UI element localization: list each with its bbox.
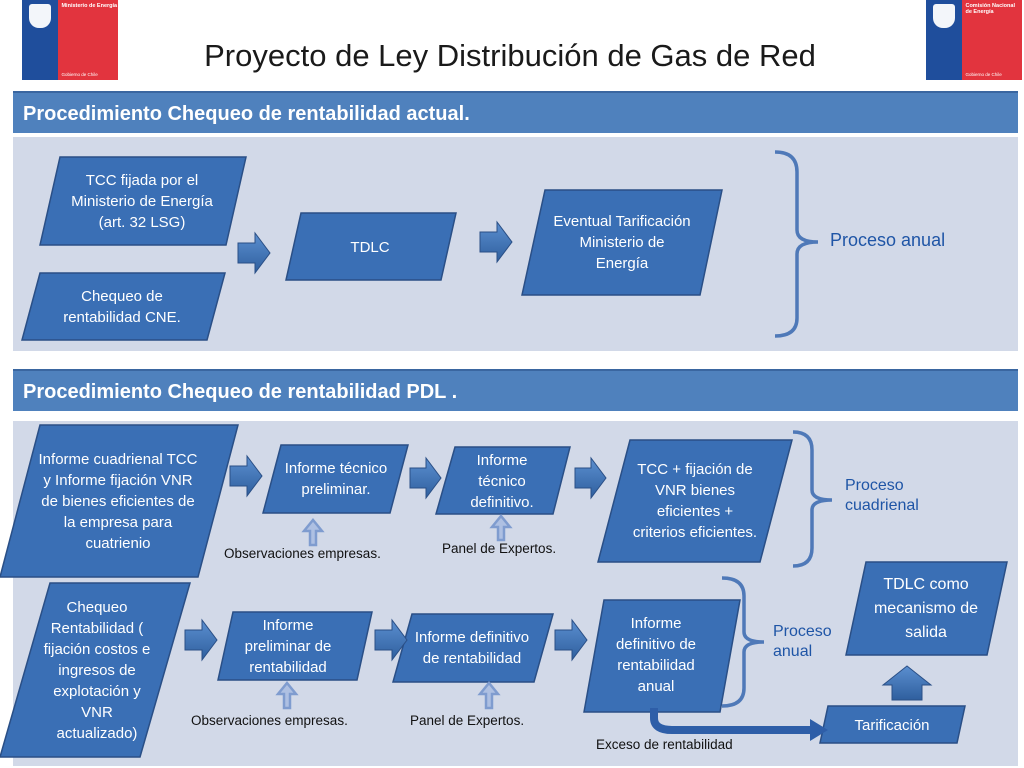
cne-logo: Comisión Nacional de Energía Gobierno de… [926,0,1022,80]
arrow-right-3 [229,454,263,498]
tdlc-box: TDLC [350,238,390,256]
def-anual-shape [583,599,741,713]
def-anual-box: Informe definitivo de rentabilidad anual [615,615,697,695]
tec-def-box: Informe técnico definitivo. [470,451,534,511]
prelim-rent-box: Informe preliminar de rentabilidad [244,616,332,676]
prelim-rent-shape [217,611,373,681]
arrow-right-6 [184,618,218,662]
chequeo-rent-shape [0,582,191,758]
chequeo-cne-shape [21,272,226,341]
tec-prelim-shape [262,444,409,514]
section2-header: Procedimiento Chequeo de rentabilidad PD… [13,369,1018,411]
exceso-arrow-head [810,719,828,741]
tcc-box: TCC fijada por el Ministerio de Energía … [71,171,213,231]
logo-left-gov: Gobierno de Chile [61,72,98,77]
eventual-shape [521,189,723,296]
arrow-right-4 [409,456,442,500]
tcc-vnr-shape [597,439,793,563]
logo-left-ministry: Ministerio de Energía [61,3,118,9]
exceso-arrow [650,708,812,734]
panel2-note: Panel de Expertos. [410,713,525,728]
arrow-up-tarificacion [881,665,933,701]
proceso-anual-label-1: Proceso anual [830,230,946,250]
informe-cuadrienal-shape [0,424,239,578]
arrow-right-2 [479,220,513,264]
ministerio-energia-logo: Ministerio de Energía Gobierno de Chile [22,0,118,80]
page-title: Proyecto de Ley Distribución de Gas de R… [204,38,816,73]
arrow-up-panel1 [489,514,513,542]
exceso-note: Exceso de rentabilidad [596,737,733,752]
section1-header: Procedimiento Chequeo de rentabilidad ac… [13,91,1018,133]
bracket-proceso-cuadrienal [792,430,833,568]
eventual-box: Eventual Tarificación Ministerio de Ener… [553,212,691,272]
tcc-shape [39,156,247,246]
arrow-right-7 [374,618,408,662]
arrow-right-8 [554,618,588,662]
def-rent-box: Informe definitivo de rentabilidad [414,629,530,667]
panel1-note: Panel de Expertos. [442,541,557,556]
tcc-vnr-box: TCC + fijación de VNR bienes eficientes … [632,461,758,541]
tdlc-salida-shape [845,561,1008,656]
obs1-note: Observaciones empresas. [224,546,381,561]
tarificacion-box: Tarificación [854,716,930,734]
proceso-anual-label-2: Proceso anual [773,623,832,660]
arrow-up-obs2 [275,681,299,710]
def-rent-shape [392,613,554,683]
informe-cuadrienal-box: Informe cuadrienal TCC y Informe fijació… [38,450,198,552]
chequeo-rent-box: Chequeo Rentabilidad ( fijación costos e… [43,598,151,742]
arrow-up-obs1 [301,518,325,547]
arrow-right-5 [574,456,607,500]
arrow-up-panel2 [477,681,501,710]
chequeo-cne-box: Chequeo de rentabilidad CNE. [63,288,181,326]
tdlc-shape [285,212,457,281]
arrow-right-1 [237,231,271,275]
proceso-cuadrienal-label: Proceso cuadrienal [845,477,919,514]
bracket-proceso-anual-2 [721,576,765,708]
tec-prelim-box: Informe técnico preliminar. [284,460,388,498]
logo-right-gov: Gobierno de Chile [965,72,1002,77]
tdlc-salida-box: TDLC como mecanismo de salida [873,576,979,641]
logo-right-ministry: Comisión Nacional de Energía [965,3,1015,15]
bracket-proceso-anual-1 [774,150,819,338]
tec-def-shape [435,446,571,515]
obs2-note: Observaciones empresas. [191,713,348,728]
